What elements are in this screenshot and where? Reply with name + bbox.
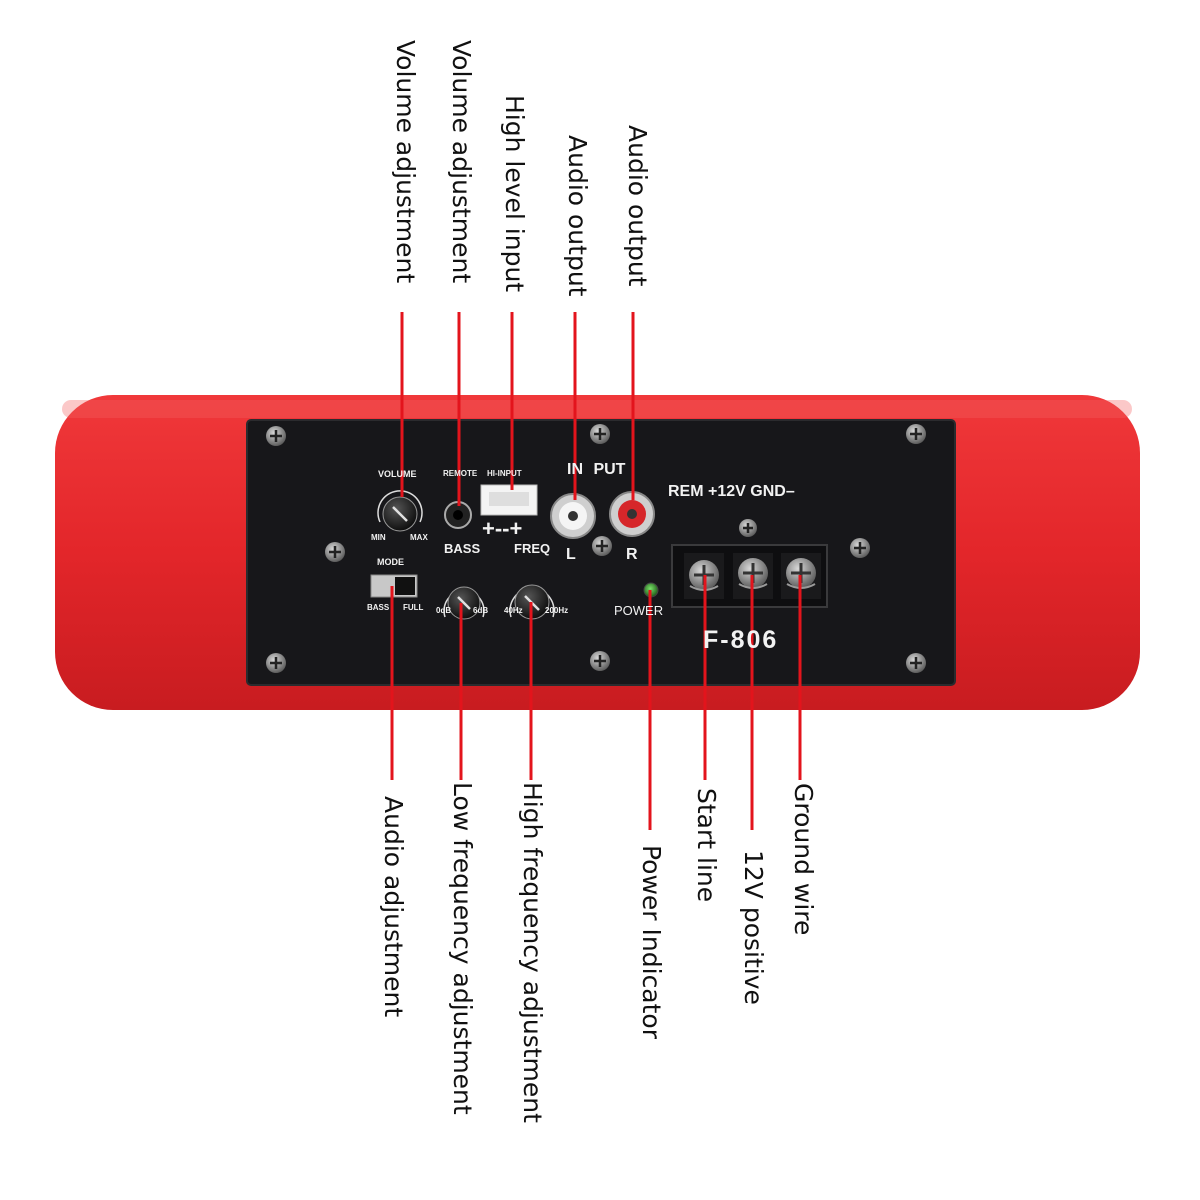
label-audio-output-right: Audio output [623,125,652,287]
mode-switch [370,574,418,598]
hi-input-polarity-text: +--+ [482,516,523,541]
label-volume-adjustment-2: Volume adjustment [447,40,476,284]
remote-jack [444,501,472,529]
bass-max-text: 6dB [473,606,489,615]
hi-input-connector [480,484,538,516]
volume-min-text: MIN [371,533,386,542]
power-text: POWER [614,603,664,618]
volume-text: VOLUME [378,469,417,479]
terminal-block [671,544,828,608]
rca-left-jack [550,493,596,539]
label-high-frequency-adjustment: High frequency adjustment [518,782,547,1123]
right-channel-text: R [626,546,638,563]
label-high-level-input: High level input [500,95,529,293]
rca-right-jack [609,491,655,537]
volume-max-text: MAX [410,533,428,542]
label-audio-output-left: Audio output [563,135,592,297]
freq-text: FREQ [514,541,551,556]
label-12v-positive: 12V positive [739,850,768,1005]
freq-max-text: 200Hz [545,606,569,615]
label-power-indicator: Power Indicator [637,845,666,1040]
terminals-text: REM +12V GND– [668,483,795,500]
panel-screws [266,424,926,673]
hi-input-text: HI-INPUT [487,469,522,478]
volume-knob [377,490,423,532]
label-start-line: Start line [692,788,721,903]
remote-text: REMOTE [443,469,478,478]
label-ground-wire: Ground wire [789,783,818,936]
bass-min-text: 0dB [436,606,452,615]
model-text: F-806 [703,626,779,654]
freq-min-text: 40Hz [504,606,523,615]
bass-knob [443,586,485,620]
bass-text: BASS [444,541,481,556]
label-volume-adjustment-1: Volume adjustment [391,40,420,284]
mode-full-text: FULL [403,603,424,612]
mode-bass-text: BASS [367,603,390,612]
input-text: IN PUT [567,461,626,478]
label-audio-adjustment: Audio adjustment [379,796,408,1018]
mode-text: MODE [377,557,404,567]
left-channel-text: L [566,546,576,563]
label-low-frequency-adjustment: Low frequency adjustment [448,782,477,1115]
leader-lines [390,312,802,830]
